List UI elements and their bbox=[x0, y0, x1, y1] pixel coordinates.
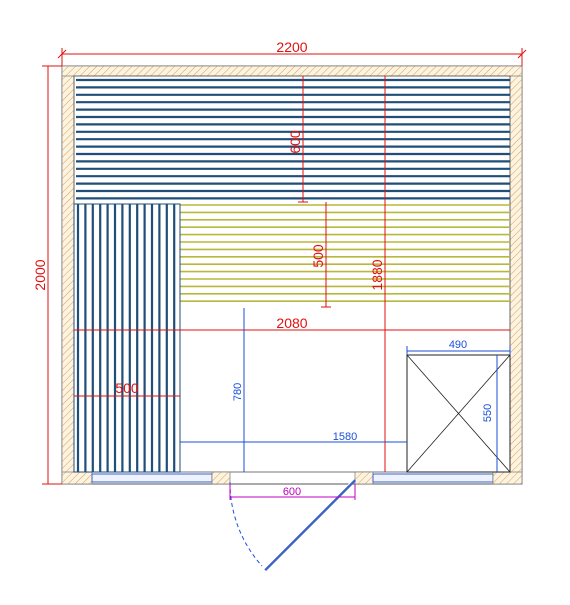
glass-panel-right bbox=[372, 473, 494, 483]
left-wall bbox=[61, 65, 75, 485]
door-post-left bbox=[211, 471, 231, 485]
label-lower-bench-depth: 500 bbox=[310, 244, 326, 268]
lower-bench bbox=[180, 204, 510, 303]
label-heater-width: 490 bbox=[449, 339, 467, 351]
heater bbox=[406, 354, 511, 473]
red-dimensions bbox=[42, 48, 527, 485]
label-floor-clearance: 780 bbox=[232, 383, 244, 401]
heater-cross-b bbox=[406, 354, 511, 473]
right-wall bbox=[509, 65, 523, 485]
top-wall bbox=[61, 65, 523, 77]
door-leaf bbox=[263, 478, 357, 572]
label-inner-height: 1880 bbox=[369, 259, 385, 290]
label-door-width: 600 bbox=[283, 486, 301, 498]
label-total-height: 2000 bbox=[32, 259, 48, 290]
upper-bench bbox=[76, 78, 510, 200]
label-side-bench-width: 500 bbox=[115, 380, 139, 396]
door-post-right bbox=[354, 471, 374, 485]
side-bench-frame bbox=[73, 203, 181, 473]
bottom-right-post bbox=[492, 471, 523, 485]
dimension-labels: 2200 2000 2080 1880 600 500 500 780 1580… bbox=[32, 39, 494, 498]
bottom-left-post bbox=[61, 471, 93, 485]
heater-box bbox=[406, 354, 511, 473]
glass-panel-left bbox=[91, 473, 213, 483]
label-upper-bench-depth: 600 bbox=[287, 130, 303, 154]
label-inner-width: 2080 bbox=[276, 315, 307, 331]
door-swing-arc bbox=[229, 481, 263, 567]
label-bench-to-heater: 1580 bbox=[333, 431, 357, 443]
side-bench bbox=[73, 203, 181, 473]
door-leaf-inner bbox=[263, 478, 355, 570]
label-total-width: 2200 bbox=[276, 39, 307, 55]
outer-wall bbox=[61, 65, 523, 485]
label-heater-depth: 550 bbox=[482, 404, 494, 422]
walls bbox=[61, 65, 523, 485]
door-width-dimension bbox=[229, 484, 356, 500]
blue-dimensions bbox=[180, 308, 511, 472]
